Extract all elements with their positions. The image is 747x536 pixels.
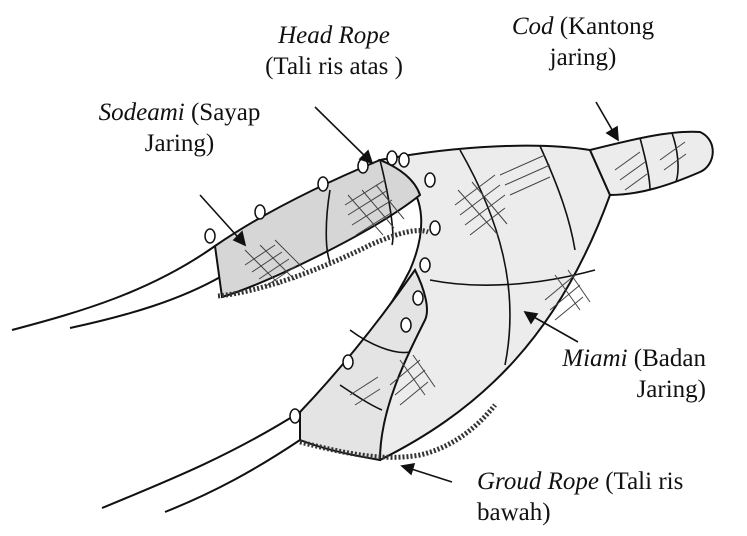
ground-rope-label: Groud Rope (Tali ris bawah) bbox=[477, 466, 742, 528]
upper-wing bbox=[215, 160, 420, 297]
sodeami-label: Sodeami (Sayap Jaring) bbox=[72, 97, 287, 159]
cod-end bbox=[590, 132, 713, 195]
lower-towing-lines bbox=[102, 412, 300, 512]
head-rope-label: Head Rope (Tali ris atas ) bbox=[253, 20, 415, 82]
cod-label: Cod (Kantong jaring) bbox=[488, 11, 678, 73]
miami-label: Miami (Badan Jaring) bbox=[536, 343, 706, 405]
upper-towing-lines bbox=[12, 246, 222, 330]
